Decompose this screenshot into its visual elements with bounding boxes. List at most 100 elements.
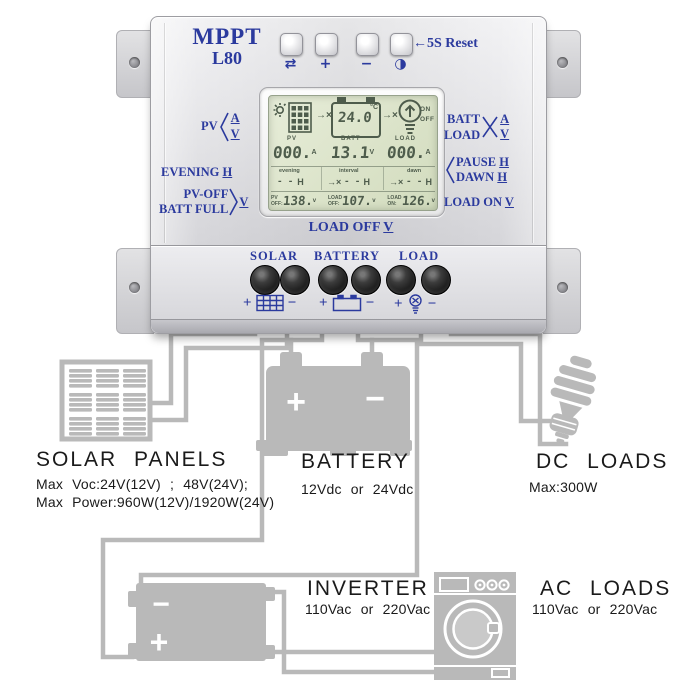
dawn-text: DAWN <box>456 170 495 184</box>
batt-full-text: BATT FULL <box>159 202 229 216</box>
ac-loads-title: AC LOADS <box>540 577 672 600</box>
batt-load-unit-v: V <box>500 127 510 142</box>
load-off-text: LOAD OFF <box>308 220 381 235</box>
load-on-text: LOAD ON <box>444 195 502 209</box>
brand-name: MPPT <box>192 24 262 49</box>
battery-neg-terminal <box>351 265 381 295</box>
sun-panel-icon <box>273 102 312 133</box>
interval-hours: - - <box>343 177 361 187</box>
batt-text: BATT <box>447 112 481 126</box>
lcd-bulb-icon <box>398 99 422 134</box>
brand-logo: MPPT L80 <box>187 24 267 69</box>
reset-hint-label: ←5S Reset <box>413 36 478 51</box>
controller-bottom-edge <box>151 319 546 333</box>
model-number: L80 <box>211 48 242 69</box>
minus-sign: − <box>287 294 297 311</box>
hour-unit: H <box>363 177 371 187</box>
lcd-col-sep-1 <box>321 167 322 190</box>
mount-tab-bottom-left <box>116 248 154 334</box>
evening-annotation: EVENING H <box>161 165 232 179</box>
mount-tab-top-left <box>116 30 154 98</box>
pv-off-label2: OFF: <box>271 200 283 207</box>
plus-button-icon: + <box>319 56 332 72</box>
washing-machine-graphic <box>434 572 516 680</box>
plus-sign: + <box>243 294 252 311</box>
pv-unit-a: A <box>230 111 240 125</box>
temperature-unit: °C <box>370 104 378 111</box>
inverter-spec: 110Vac or 220Vac <box>305 601 431 617</box>
angle-bracket-icon <box>229 188 239 216</box>
pv-annotation: PV A V <box>201 111 240 142</box>
dc-loads-title: DC LOADS <box>536 450 669 473</box>
batt-load-unit-a: A <box>500 111 510 126</box>
load-off-unit: V <box>383 220 394 235</box>
pv-off-batt-full-annotation: PV-OFF BATT FULL V <box>159 187 248 217</box>
angle-bracket-icon <box>446 156 455 184</box>
minus-sign: − <box>427 296 437 312</box>
load-on-label2: ON: <box>387 200 397 207</box>
minus-button-icon: − <box>360 56 373 72</box>
load-text: LOAD <box>444 128 481 143</box>
mode-button-icon: ⇄ <box>284 56 297 72</box>
batt-column-label: BATT <box>341 136 361 142</box>
plus-sign: + <box>319 294 328 311</box>
evening-timer: - - H <box>277 177 304 187</box>
solar-pos-terminal <box>250 265 280 295</box>
hour-unit: H <box>297 177 304 187</box>
wire-load-1 <box>418 313 555 424</box>
batt-value: 13.1 V <box>330 143 374 162</box>
plus-button <box>315 33 338 56</box>
battery-temperature: 24.0 <box>337 110 373 126</box>
charge-controller: MPPT L80 ⇄ + − ◑ ←5S Reset <box>150 16 547 334</box>
battery-icon <box>332 294 361 312</box>
dawn-unit: H <box>497 170 508 184</box>
battery-spec: 12Vdc or 24Vdc <box>301 481 414 497</box>
pv-off-label: PV <box>271 194 278 201</box>
pv-unit-v: V <box>230 126 240 141</box>
interval-timer: →× - - H <box>327 177 370 187</box>
mode-button <box>280 33 303 56</box>
dawn-label: dawn <box>407 168 422 174</box>
minus-button <box>356 33 379 56</box>
setpoint-row: PV OFF: 138. v LOAD OFF: 107. v <box>271 193 435 208</box>
pv-column-label: PV <box>287 136 298 142</box>
lcd-bezel: →× 24.0 °C →× ON OFF PV BATT LO <box>259 87 445 217</box>
lcd-divider-1 <box>271 166 435 167</box>
pv-off-setpoint: PV OFF: 138. v <box>271 193 316 208</box>
pause-text: PAUSE <box>456 155 497 169</box>
dawn-timer: →× - - H <box>389 177 432 187</box>
load-off-label: LOAD <box>327 194 343 201</box>
solar-panel-icon <box>255 294 284 312</box>
solar-panels-spec-2: Max Power:960W(12V)/1920W(24V) <box>36 494 275 510</box>
wire-batt-to-inverter-neg <box>138 337 420 600</box>
evening-label: evening <box>279 168 300 174</box>
panel-seam-right <box>532 23 533 243</box>
plus-sign: + <box>394 296 403 312</box>
battery-plus-symbol: + <box>286 383 306 421</box>
evening-unit: H <box>222 165 233 179</box>
dawn-hours: - - <box>405 177 423 187</box>
flow-arrow-2: →× <box>382 110 398 121</box>
pv-value: 000. A <box>272 143 317 162</box>
lcd-battery-icon: 24.0 °C <box>331 97 381 138</box>
solar-panels-title: SOLAR PANELS <box>36 448 228 471</box>
screw-hole <box>557 282 568 293</box>
wire-load-2 <box>448 313 569 447</box>
batt-volts: 13.1 <box>330 143 371 162</box>
battery-polarity: + − <box>319 294 374 312</box>
on-label: ON <box>420 106 431 113</box>
battery-title: BATTERY <box>301 450 410 473</box>
off-label: OFF <box>420 115 435 123</box>
terminal-section: SOLAR BATTERY LOAD + − + <box>151 245 546 320</box>
load-amps: 000. <box>386 143 427 162</box>
load-on-label: LOAD <box>387 194 402 201</box>
cross-lines-icon <box>482 116 498 138</box>
wire-solar-neg <box>149 313 290 423</box>
dawn-arrow: →× <box>389 177 404 187</box>
pv-unit: A <box>311 149 317 156</box>
interval-label: interval <box>339 168 359 174</box>
load-state-indicator: ON OFF <box>420 105 435 125</box>
load-pos-terminal <box>386 265 416 295</box>
batt-load-annotation: BATT LOAD A V <box>444 111 509 144</box>
